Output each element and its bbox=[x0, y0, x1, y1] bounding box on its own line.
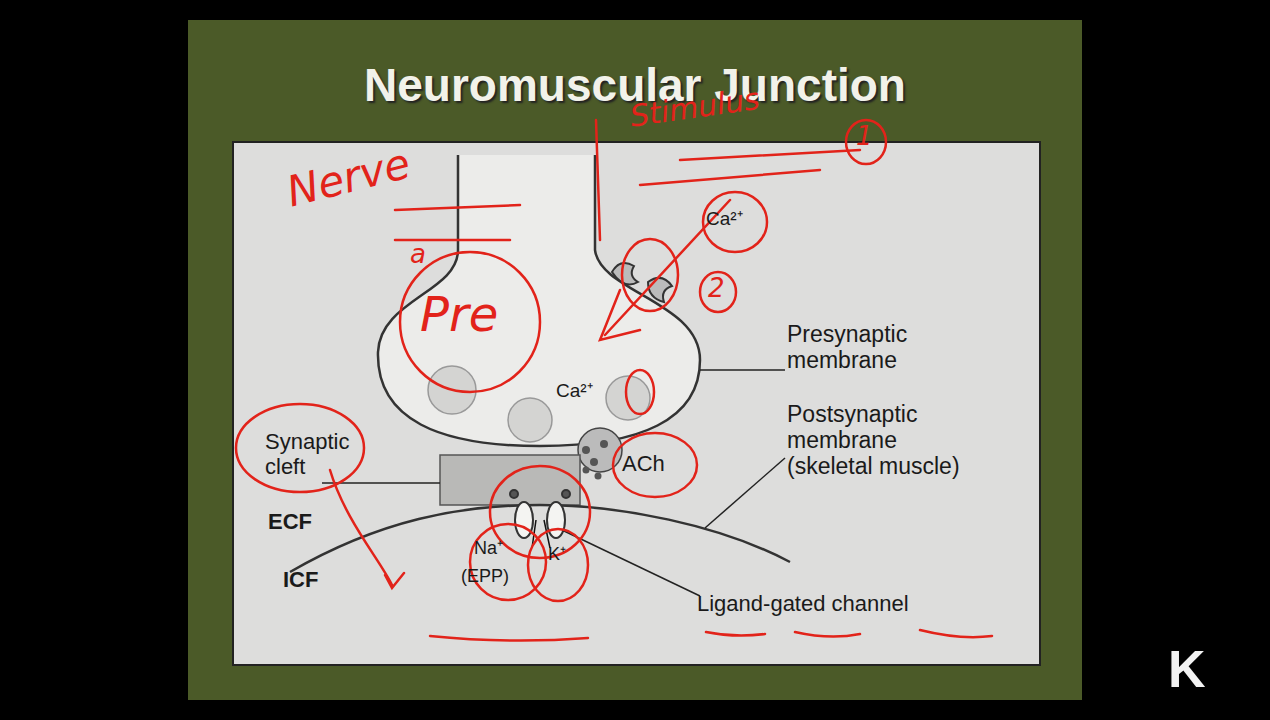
region-label: ECF bbox=[268, 510, 328, 535]
part-label: Ligand-gated channel bbox=[697, 592, 937, 617]
callout-number: 1 bbox=[856, 122, 886, 151]
handwritten-annotation bbox=[236, 120, 992, 641]
basal-lamina bbox=[440, 455, 580, 505]
ion-label: K⁺ bbox=[548, 544, 588, 564]
leader-line bbox=[322, 370, 785, 596]
ach-molecules bbox=[582, 440, 608, 480]
ion-label: Ca²⁺ bbox=[706, 208, 766, 229]
ion-label: Na⁺ bbox=[474, 538, 524, 558]
watermark-logo: K bbox=[1168, 640, 1238, 698]
molecule-label: ACh bbox=[622, 452, 682, 477]
part-label: Postsynaptic membrane (skeletal muscle) bbox=[787, 402, 972, 479]
ligand-gated-channel bbox=[510, 490, 570, 538]
ion-label: Ca²⁺ bbox=[556, 380, 616, 401]
handwritten-note: a bbox=[410, 240, 450, 269]
slide-background bbox=[188, 20, 1082, 700]
region-label: ICF bbox=[283, 568, 343, 593]
signal-label: (EPP) bbox=[461, 566, 531, 586]
diagram-panel bbox=[233, 142, 1040, 665]
part-label: Synaptic cleft bbox=[265, 430, 385, 479]
handwritten-note: Pre bbox=[420, 288, 560, 342]
nerve-terminal bbox=[378, 155, 700, 446]
postsynaptic-membrane bbox=[290, 505, 790, 572]
callout-number: 2 bbox=[708, 274, 738, 303]
part-label: Presynaptic membrane bbox=[787, 322, 957, 374]
